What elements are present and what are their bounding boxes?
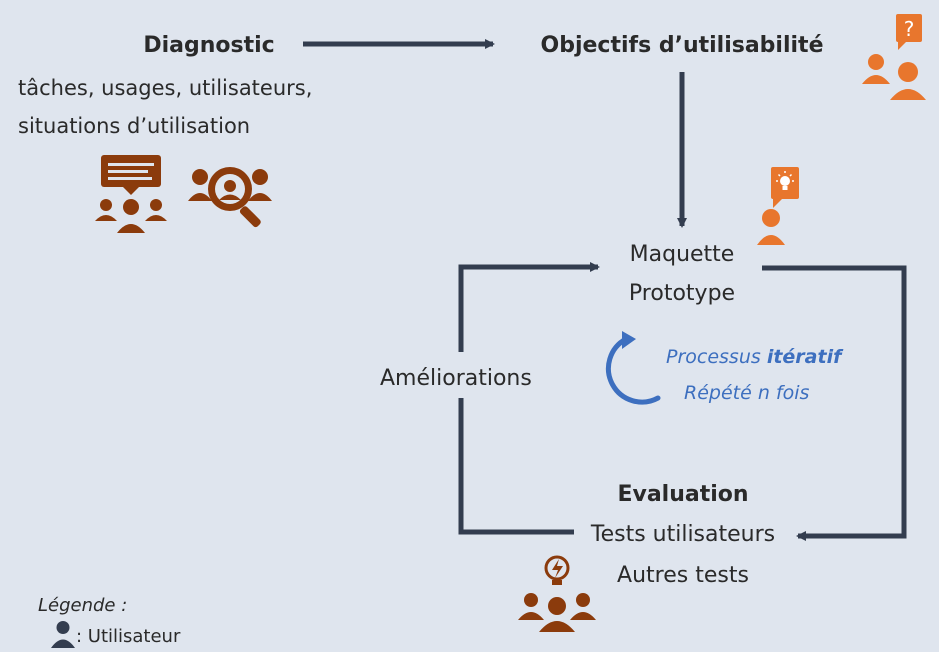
user-search-icon	[188, 167, 272, 228]
iteration-line-2: Répété n fois	[684, 382, 810, 404]
improvements-label: Améliorations	[380, 366, 532, 391]
group-idea-icon	[518, 555, 596, 632]
objectives-title: Objectifs d’utilisabilité	[540, 33, 824, 58]
legend-title: Légende :	[38, 595, 128, 616]
cycle-arrow-icon	[606, 331, 661, 405]
question-badge: ?	[904, 17, 915, 41]
arrow-improvements-to-prototype	[458, 262, 600, 352]
iteration-emphasis: itératif	[766, 346, 842, 368]
diagnostic-line-2: situations d’utilisation	[18, 114, 251, 138]
arrow-prototype-to-evaluation	[762, 265, 907, 541]
line-evaluation-to-improvements	[458, 398, 574, 535]
user-icon	[51, 621, 75, 648]
iteration-line-1: Processus itératif	[666, 348, 841, 367]
diagnostic-line-1: tâches, usages, utilisateurs,	[18, 76, 313, 100]
diagnostic-title: Diagnostic	[143, 33, 275, 58]
user-idea-icon	[757, 167, 799, 245]
users-question-icon: ?	[862, 14, 926, 100]
discussion-group-icon	[95, 155, 167, 233]
evaluation-line-1: Tests utilisateurs	[590, 522, 776, 547]
iteration-prefix: Processus	[666, 346, 767, 368]
evaluation-title: Evaluation	[617, 482, 749, 507]
prototype-line-1: Maquette	[629, 242, 735, 267]
legend-entry: : Utilisateur	[76, 626, 181, 647]
evaluation-line-2: Autres tests	[617, 563, 749, 588]
prototype-line-2: Prototype	[628, 281, 736, 306]
